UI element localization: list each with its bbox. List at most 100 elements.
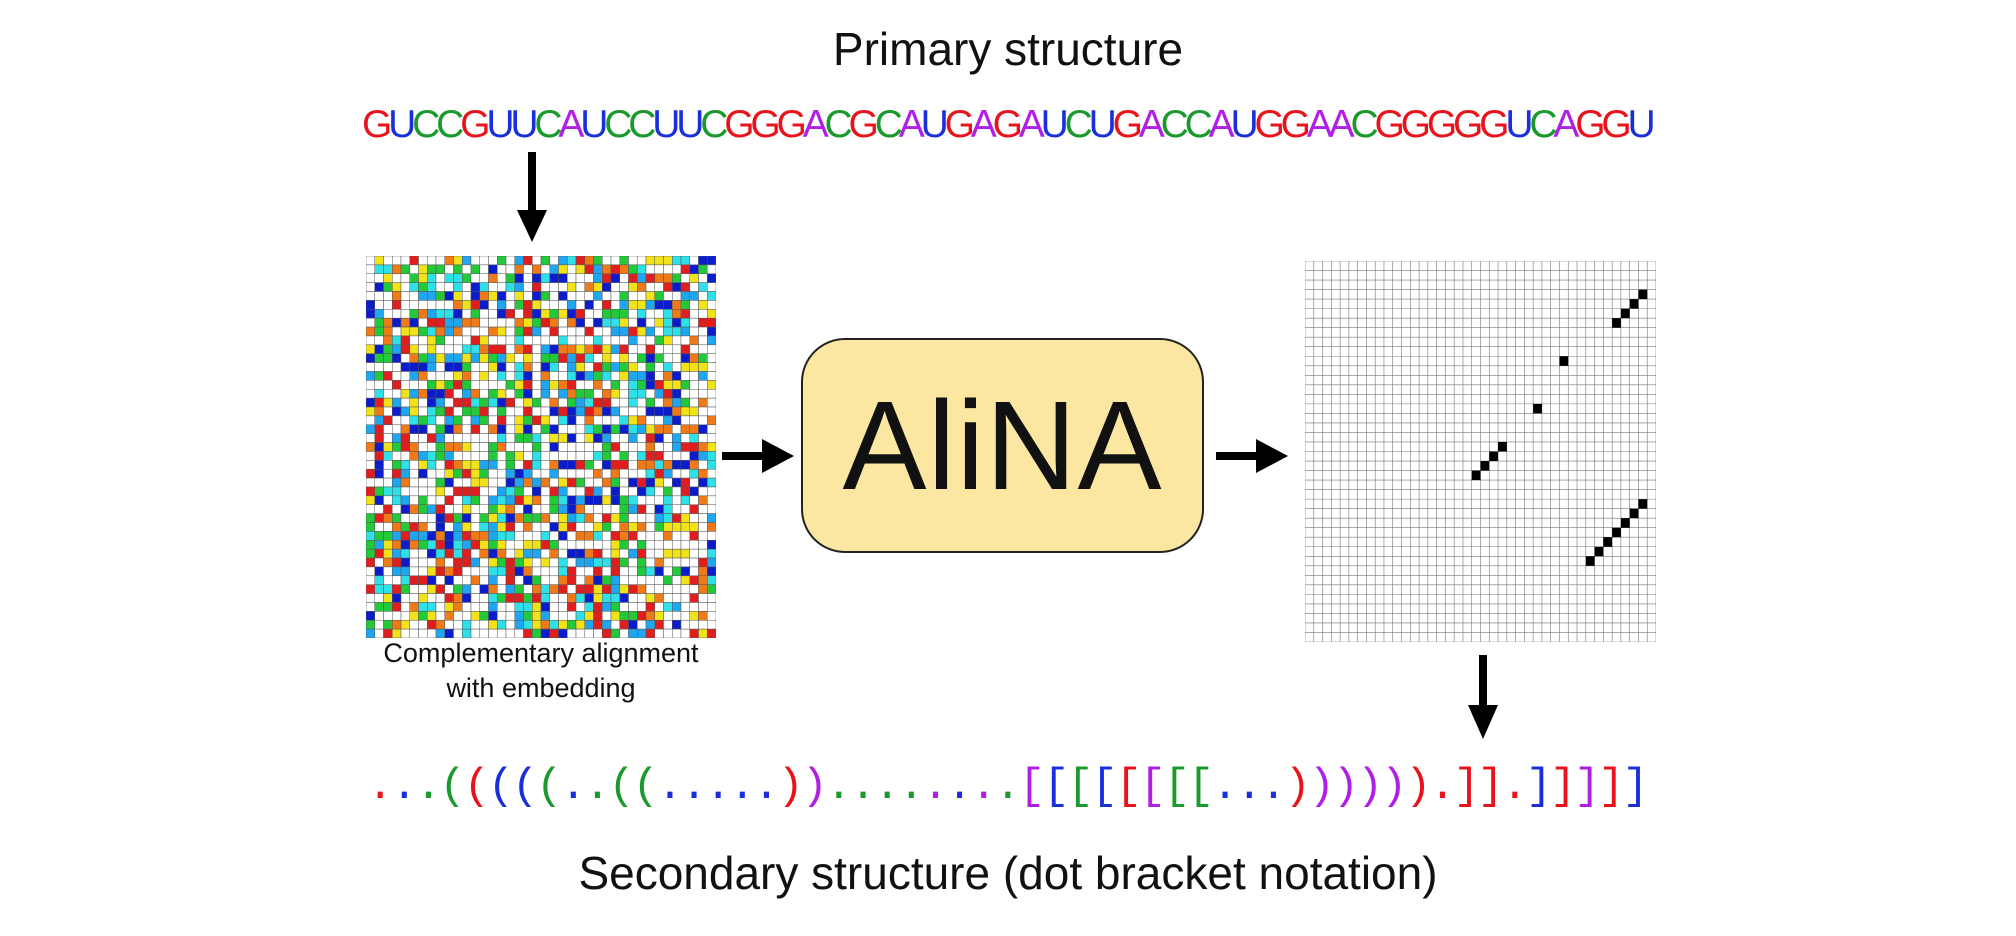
matrix-cell	[672, 442, 682, 452]
matrix-cell	[567, 522, 577, 532]
matrix-cell	[575, 495, 585, 505]
matrix-cell	[453, 433, 463, 443]
matrix-cell	[707, 273, 716, 283]
matrix-cell	[593, 362, 603, 372]
matrix-cell	[645, 415, 655, 426]
matrix-cell	[540, 335, 550, 346]
matrix-cell	[593, 575, 603, 585]
matrix-cell	[680, 264, 690, 275]
matrix-cell	[392, 380, 402, 390]
matrix-cell	[505, 531, 515, 541]
matrix-cell	[383, 344, 393, 354]
matrix-cell	[514, 256, 524, 266]
matrix-cell	[409, 397, 419, 408]
matrix-cell	[505, 619, 515, 630]
matrix-cell	[453, 522, 463, 532]
matrix-cell	[488, 291, 498, 301]
matrix-cell	[584, 602, 594, 612]
matrix-cell	[549, 291, 559, 301]
matrix-cell	[610, 380, 620, 390]
matrix-cell	[435, 433, 445, 443]
matrix-cell	[462, 317, 472, 328]
matrix-cell	[505, 344, 515, 354]
matrix-cell	[392, 602, 402, 612]
matrix-cell	[698, 353, 708, 363]
matrix-cell	[645, 566, 655, 577]
matrix-cell	[453, 362, 463, 372]
matrix-cell	[435, 486, 445, 497]
matrix-cell	[689, 380, 699, 390]
matrix-cell	[610, 344, 620, 354]
matrix-cell	[698, 264, 708, 275]
matrix-cell	[400, 513, 410, 523]
matrix-cell	[698, 291, 708, 301]
matrix-cell	[453, 575, 463, 585]
matrix-cell	[698, 433, 708, 443]
matrix-cell	[435, 273, 445, 283]
matrix-cell	[619, 611, 629, 621]
matrix-cell	[689, 415, 699, 426]
matrix-cell	[453, 557, 463, 568]
matrix-cell	[435, 566, 445, 577]
matrix-cell	[427, 344, 437, 354]
matrix-cell	[427, 389, 437, 399]
matrix-cell	[645, 406, 655, 417]
matrix-cell	[418, 442, 428, 452]
matrix-cell	[532, 424, 542, 434]
matrix-cell	[672, 326, 682, 337]
matrix-cell	[523, 504, 533, 514]
matrix-cell	[663, 522, 673, 532]
matrix-cell	[575, 273, 585, 283]
dot-bracket-symbol: .	[753, 762, 779, 812]
matrix-cell	[479, 619, 489, 630]
matrix-cell	[488, 566, 498, 577]
matrix-cell	[505, 291, 515, 301]
matrix-cell	[470, 389, 480, 399]
matrix-cell	[575, 531, 585, 541]
matrix-cell	[628, 424, 638, 434]
matrix-cell	[444, 264, 454, 275]
matrix-cell	[602, 611, 612, 621]
matrix-cell	[575, 575, 585, 585]
matrix-cell	[549, 442, 559, 452]
nucleotide: C	[1529, 103, 1557, 146]
matrix-cell	[689, 309, 699, 319]
matrix-cell	[435, 584, 445, 594]
matrix-cell	[418, 495, 428, 505]
matrix-cell	[488, 424, 498, 434]
matrix-cell	[374, 468, 384, 479]
matrix-cell	[663, 326, 673, 337]
matrix-cell	[637, 317, 647, 328]
matrix-cell	[593, 566, 603, 577]
matrix-cell	[532, 406, 542, 417]
matrix-cell	[514, 504, 524, 514]
matrix-cell	[628, 344, 638, 354]
nucleotide: C	[1064, 103, 1093, 146]
matrix-cell	[567, 468, 577, 479]
matrix-cell	[523, 468, 533, 479]
matrix-cell	[584, 300, 594, 310]
matrix-cell	[558, 256, 568, 266]
matrix-cell	[575, 326, 585, 337]
matrix-cell	[602, 619, 612, 630]
matrix-cell	[418, 389, 428, 399]
matrix-cell	[698, 495, 708, 505]
matrix-cell	[593, 602, 603, 612]
matrix-cell	[610, 362, 620, 372]
matrix-cell	[427, 486, 437, 497]
matrix-cell	[374, 548, 384, 559]
matrix-cell	[374, 531, 384, 541]
matrix-cell	[409, 460, 419, 470]
matrix-cell	[374, 282, 384, 292]
matrix-cell	[549, 486, 559, 497]
matrix-cell	[374, 380, 384, 390]
matrix-cell	[427, 353, 437, 363]
matrix-cell	[470, 460, 480, 470]
matrix-cell	[645, 602, 655, 612]
matrix-cell	[488, 540, 498, 550]
matrix-cell	[540, 548, 550, 559]
matrix-cell	[374, 486, 384, 497]
matrix-cell	[654, 602, 664, 612]
matrix-cell	[392, 451, 402, 461]
matrix-cell	[435, 468, 445, 479]
